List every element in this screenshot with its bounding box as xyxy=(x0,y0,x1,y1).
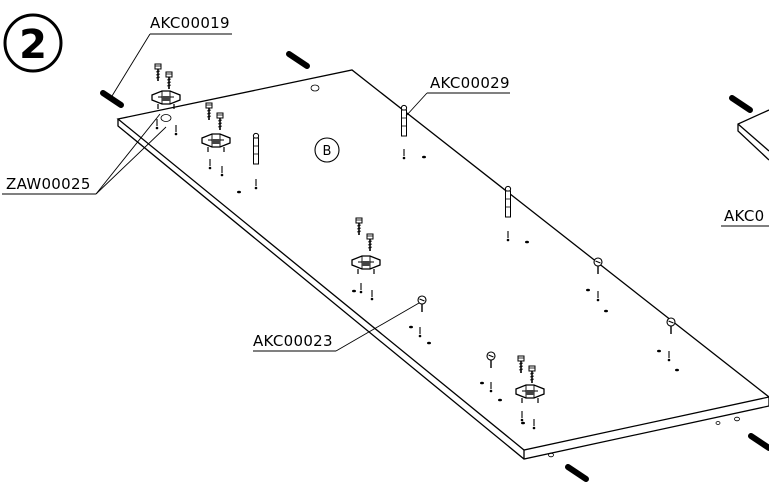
callout-label: ZAW00025 xyxy=(6,175,91,193)
adjacent-panel xyxy=(737,109,769,161)
cam-lock xyxy=(586,257,608,313)
callout-label: AKC00029 xyxy=(430,74,510,92)
dowel-pin xyxy=(289,54,307,66)
cam-lock xyxy=(480,351,502,402)
step-badge: 2 xyxy=(3,13,63,73)
hinge-plate-group xyxy=(515,355,545,430)
callout-zaw00025: ZAW00025 xyxy=(2,113,167,195)
panel-marker: B xyxy=(314,137,340,163)
step-number: 2 xyxy=(19,22,47,68)
callout-label: AKC00023 xyxy=(253,332,333,350)
callout-akc00029: AKC00029 xyxy=(405,74,510,117)
dowel-pin xyxy=(103,93,121,105)
dowel-pin xyxy=(732,98,750,110)
panel-board xyxy=(116,69,769,460)
panel-marker-label: B xyxy=(323,144,332,159)
dowel-pin xyxy=(751,436,769,448)
cam-lock xyxy=(409,295,431,345)
dowel-pin xyxy=(568,467,586,479)
callout-akc00023: AKC00023 xyxy=(253,302,420,352)
hinge-plate-group xyxy=(201,102,241,194)
connector-bolt xyxy=(252,132,260,190)
connector-bolt xyxy=(504,185,529,244)
callout-label: AKC0 xyxy=(724,207,765,225)
hinge-plate-group xyxy=(151,63,181,136)
callout-label: AKC00019 xyxy=(150,14,230,32)
callout-akc-cut: AKC0 xyxy=(721,207,769,227)
connector-bolt xyxy=(400,104,426,160)
hinge-plate-group xyxy=(351,217,381,301)
cam-lock xyxy=(657,317,679,372)
callout-akc00019: AKC00019 xyxy=(111,14,232,97)
